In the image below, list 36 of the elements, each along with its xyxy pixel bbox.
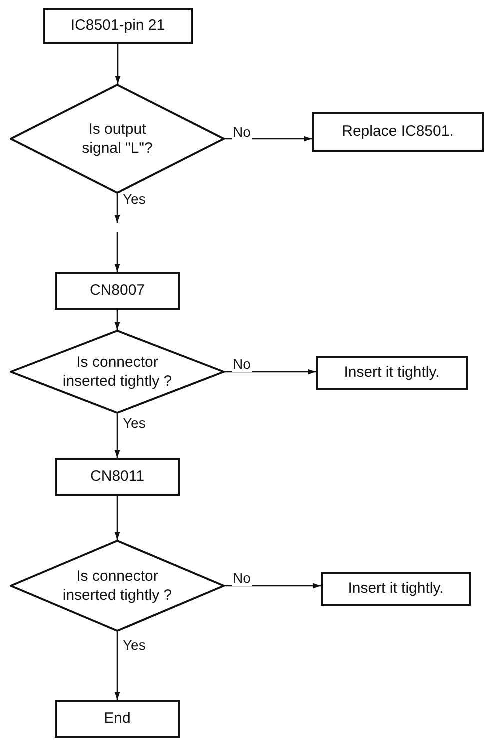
edge-label: Yes [122,192,147,207]
end-box [55,700,180,738]
arrow [225,369,316,375]
edge-label: No [232,357,252,372]
arrow [114,496,120,540]
step-text: End [104,710,131,728]
edge-label: Yes [122,416,147,431]
question-text: Is output signal "L"? [81,120,154,158]
step-text: IC8501-pin 21 [70,17,166,35]
process-box [55,272,180,310]
question-text: Is connector inserted tightly ? [62,353,174,391]
arrow [114,232,120,272]
arrow [225,583,321,589]
edge-label: Yes [122,638,147,653]
decision-diamond [10,540,225,632]
arrow [114,414,120,458]
process-box [43,8,193,44]
process-box [55,458,180,496]
decision-diamond [10,84,225,194]
step-text: Insert it tightly. [344,364,440,382]
edge-label: No [232,125,252,140]
arrow [114,194,120,223]
arrow [114,310,120,330]
arrow [115,44,121,84]
arrow [225,136,312,142]
decision-diamond [10,330,225,414]
question-text: Is connector inserted tightly ? [62,567,174,605]
process-box [316,356,468,390]
step-text: Replace IC8501. [342,123,454,141]
process-box [321,572,471,606]
process-box [312,112,484,152]
edge-label: No [232,571,252,586]
step-text: CN8011 [90,468,144,486]
step-text: CN8007 [90,282,146,300]
arrow [114,632,120,700]
step-text: Insert it tightly. [348,580,444,598]
